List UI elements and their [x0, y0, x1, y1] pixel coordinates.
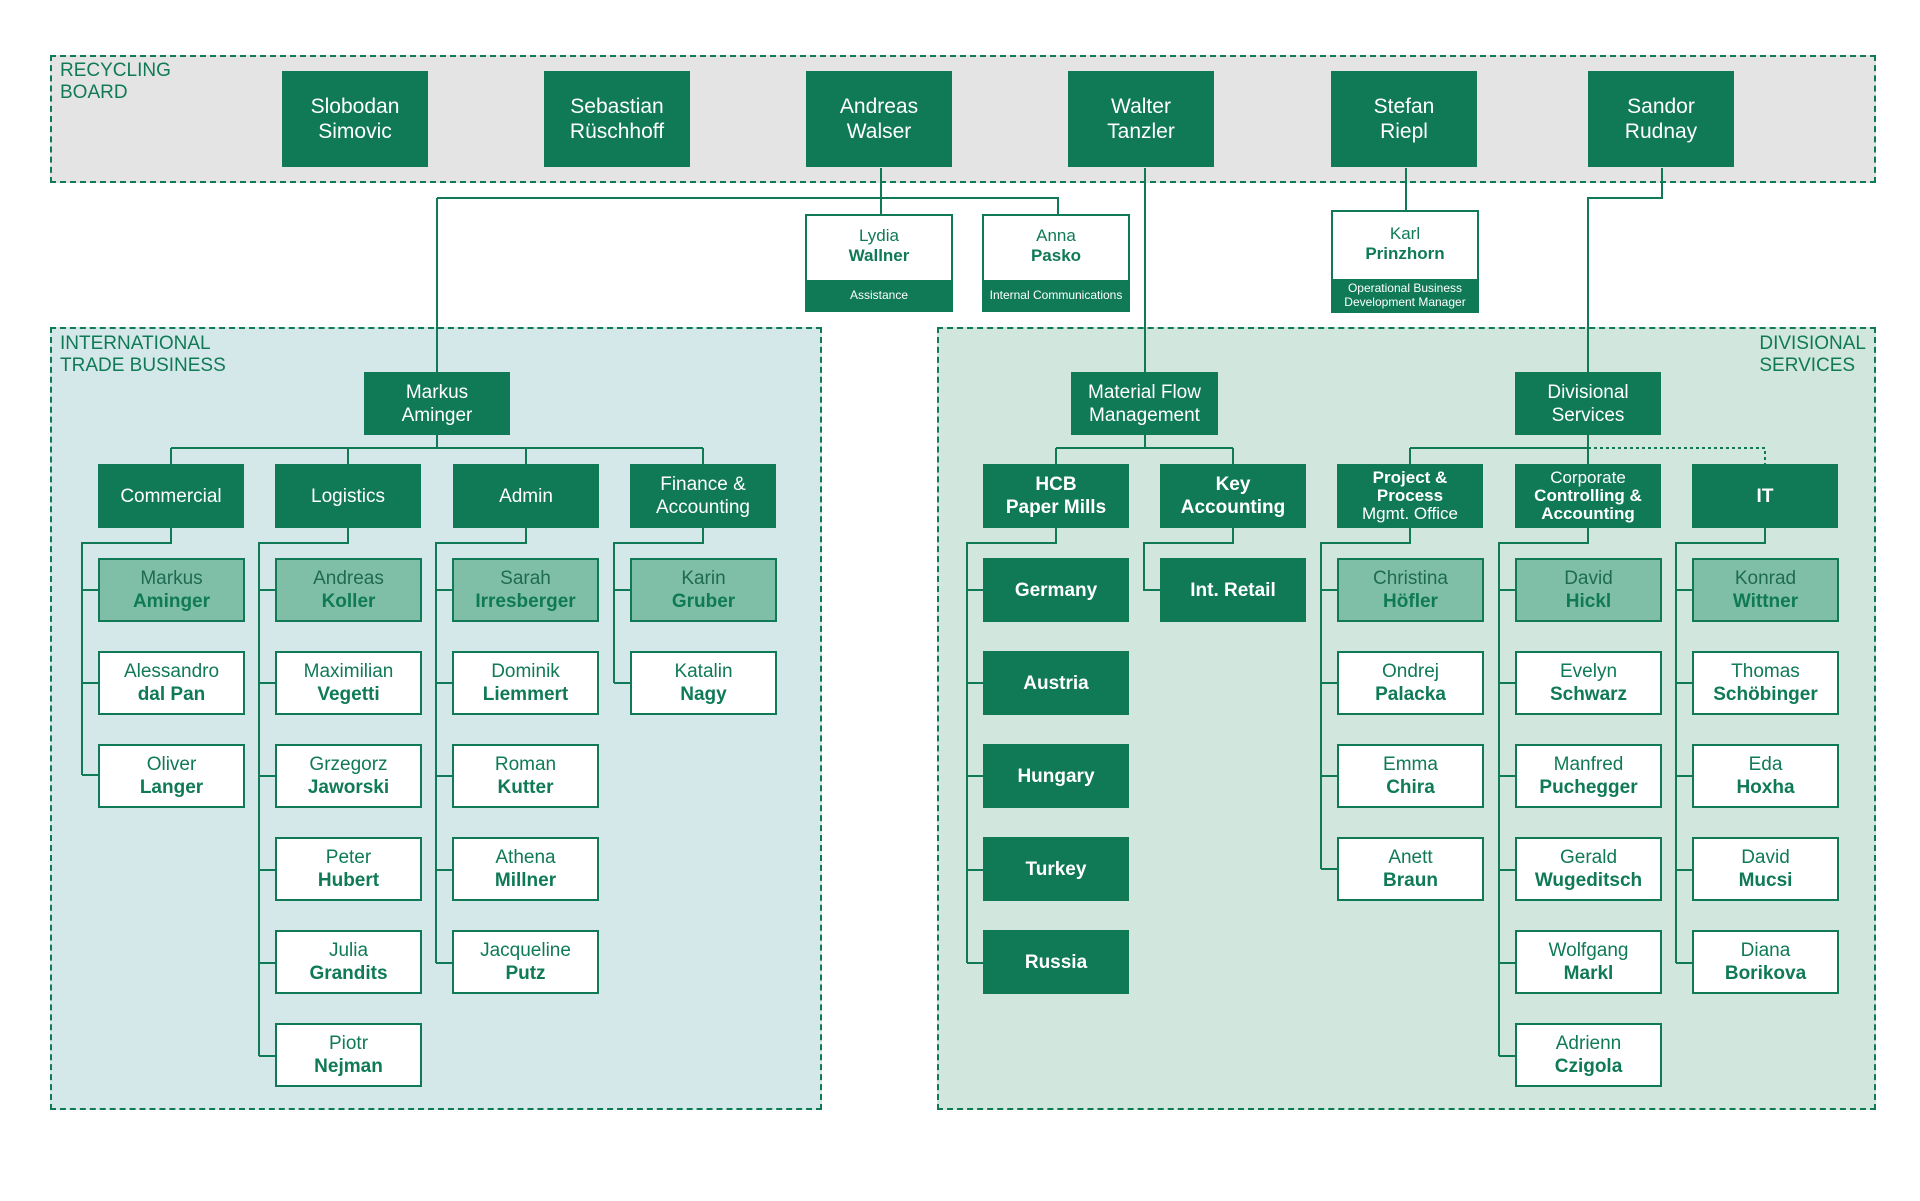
it-department: IT [1692, 464, 1838, 528]
connector-cca [1498, 528, 1589, 1057]
divisional-services-label: DIVISIONAL SERVICES [1759, 333, 1866, 376]
country-hungary: Hungary [983, 744, 1129, 808]
connector-logistics [258, 528, 349, 1057]
connector-commercial [81, 528, 172, 776]
country-austria: Austria [983, 651, 1129, 715]
dept-admin: Admin [453, 464, 599, 528]
dept-logistics: Logistics [275, 464, 421, 528]
connector-key [1143, 528, 1234, 591]
connector-pm [1320, 528, 1411, 870]
connector-it [1675, 528, 1766, 964]
connector-hcb [966, 528, 1057, 964]
connector-admin [435, 528, 527, 964]
country-germany: Germany [983, 558, 1129, 622]
connector-rudnay [1587, 168, 1663, 372]
connector-ds-dotted [1588, 447, 1766, 464]
connector-ds [1409, 435, 1589, 464]
assistant-role: Assistance [807, 280, 951, 310]
country-turkey: Turkey [983, 837, 1129, 901]
dept-finance-accounting: Finance &Accounting [630, 464, 776, 528]
connector-finance [613, 528, 704, 684]
recycling-board-label: RECYCLING BOARD [60, 60, 171, 103]
country-russia: Russia [983, 930, 1129, 994]
connector-itb-depts [170, 435, 704, 464]
international-trade-business-label: INTERNATIONAL TRADE BUSINESS [60, 333, 226, 376]
int-retail: Int. Retail [1160, 558, 1306, 622]
connector-mfm [1055, 435, 1234, 464]
dept-commercial: Commercial [98, 464, 244, 528]
assistant-role: Internal Communications [984, 280, 1128, 310]
connector-walser [436, 168, 1059, 372]
